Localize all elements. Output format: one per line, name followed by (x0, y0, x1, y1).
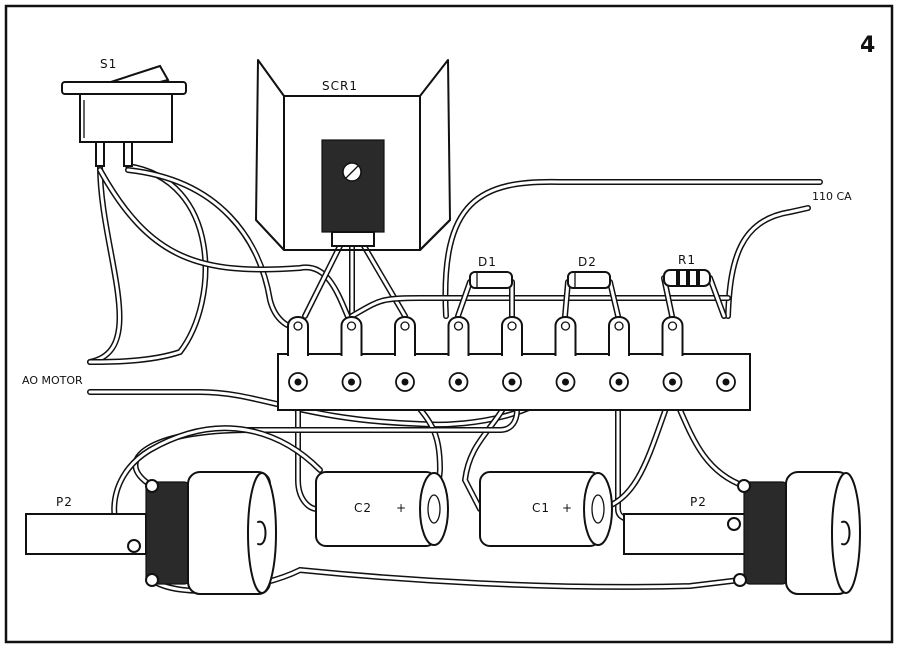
lug-hole (560, 321, 571, 331)
terminal-screw-center (455, 378, 462, 386)
resistor-r1: R1 (663, 253, 711, 287)
terminal-lug (554, 316, 577, 356)
power-label: 110 CA (812, 190, 852, 203)
wire-core (88, 164, 207, 364)
terminal-screw-center (722, 378, 730, 386)
capacitor-c2: C2 + (315, 471, 449, 547)
terminal-screw-center (669, 378, 676, 386)
wire-core (350, 296, 730, 318)
terminal-screw-center (562, 378, 569, 386)
terminal-lug (287, 316, 309, 356)
terminal-lug (608, 316, 630, 356)
s1-label: S1 (100, 57, 117, 71)
wire-core (456, 280, 472, 318)
d2-label: D2 (578, 255, 597, 269)
diode-d1: D1 (469, 255, 513, 289)
wire-core (443, 180, 822, 318)
p2-left-label: P2 (56, 495, 73, 509)
terminal-lug (394, 316, 416, 356)
c2-polarity: + (396, 501, 407, 515)
terminal-lug (447, 316, 470, 356)
c2-label: C2 (354, 501, 372, 515)
lug-hole (293, 321, 303, 331)
d1-label: D1 (478, 255, 497, 269)
wire-core (362, 244, 407, 318)
scr1-label: SCR1 (322, 79, 358, 93)
potentiometer-p2-right: P2 (623, 471, 861, 595)
motor-label: AO MOTOR (22, 374, 83, 387)
wire-core (708, 276, 726, 318)
wire-outline (725, 205, 811, 319)
c1-polarity: + (562, 501, 573, 515)
lug-hole (507, 321, 517, 331)
wire-core (98, 168, 354, 328)
lug-hole (346, 321, 357, 331)
terminal-screw-center (508, 378, 516, 386)
terminal-screw-center (348, 378, 355, 386)
figure-frame (4, 4, 894, 644)
figure-number: 4 (860, 33, 875, 58)
lug-hole (614, 321, 624, 331)
wire-core (726, 206, 810, 318)
lug-hole (453, 321, 464, 331)
wire-core (608, 280, 620, 318)
terminal-screw-center (401, 378, 409, 386)
c1-label: C1 (532, 501, 550, 515)
lug-hole (400, 321, 410, 331)
wire-outline (87, 163, 209, 365)
terminal-lug (340, 316, 363, 356)
r1-label: R1 (678, 253, 696, 267)
terminal-screw-center (294, 378, 302, 386)
diode-d2: D2 (567, 255, 611, 289)
capacitor-c1: C1 + (479, 471, 613, 547)
scr1-body (321, 139, 385, 233)
wire-core (126, 168, 300, 329)
wire-core (88, 164, 121, 364)
lug-hole (667, 321, 678, 331)
wire-core (563, 280, 570, 318)
wire-core (303, 244, 342, 318)
terminal-lug (661, 316, 684, 356)
p2-right-label: P2 (690, 495, 707, 509)
potentiometer-p2-left: P2 (25, 471, 277, 595)
terminal-screw-center (615, 378, 623, 386)
terminal-strip (277, 316, 751, 411)
switch-s1: S1 (61, 57, 187, 167)
scr1-heatsink: SCR1 (255, 59, 451, 251)
terminal-lug (501, 316, 523, 356)
